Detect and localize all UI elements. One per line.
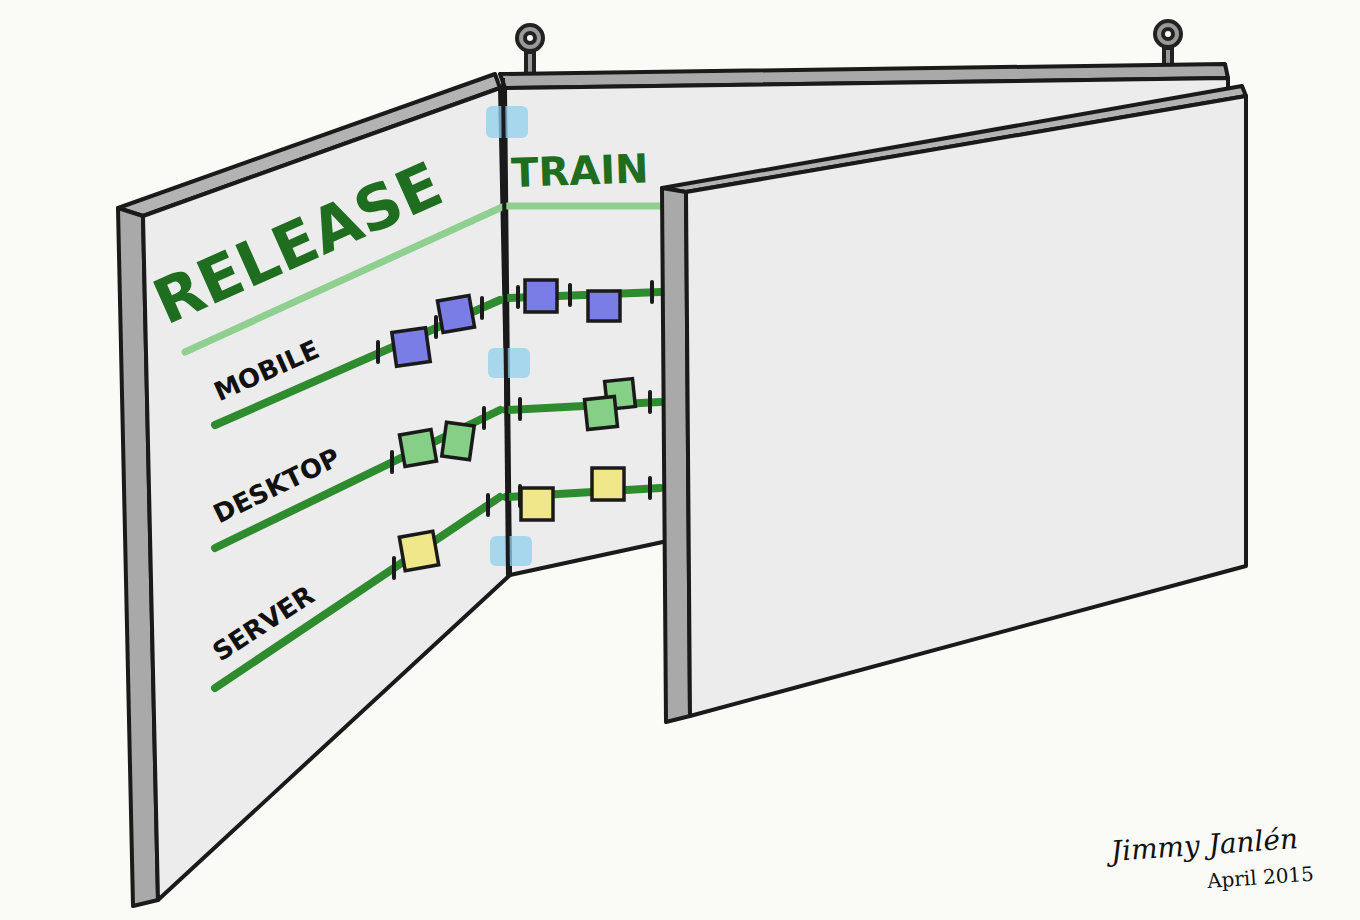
sticky-note <box>392 328 430 366</box>
tick <box>648 478 652 498</box>
sticky-note <box>399 429 436 466</box>
right-board <box>662 86 1246 722</box>
tick <box>390 452 394 472</box>
board-face <box>686 96 1246 716</box>
tick <box>648 392 652 412</box>
sticky-note <box>592 468 624 500</box>
signature: Jimmy Janlén <box>1110 823 1299 868</box>
bolt-hole <box>1163 29 1173 39</box>
track-ticks <box>378 282 652 578</box>
tick <box>518 399 522 419</box>
tape-strip <box>490 536 532 566</box>
tick <box>376 342 380 362</box>
tick <box>480 298 484 318</box>
tick <box>482 408 486 428</box>
tick <box>392 558 396 578</box>
bolt-ring <box>517 25 543 51</box>
board-face <box>143 88 510 900</box>
tick <box>516 287 520 307</box>
tape-strip <box>488 348 530 378</box>
tape-strip <box>486 106 528 138</box>
sticky-note <box>442 422 474 460</box>
sticky-note <box>437 295 474 332</box>
date-note: April 2015 <box>1206 863 1314 893</box>
board-hinge <box>503 78 508 578</box>
desktop-notes <box>399 379 635 467</box>
eye-bolt <box>517 25 543 78</box>
server-track <box>215 497 500 688</box>
server-notes <box>399 468 624 571</box>
sticky-note <box>399 531 438 570</box>
sticky-note <box>585 397 618 430</box>
bolt-ring <box>1155 21 1181 47</box>
tick <box>434 317 438 337</box>
tick <box>486 495 490 515</box>
tick <box>568 285 572 305</box>
left-board <box>118 74 510 906</box>
sticky-note <box>525 280 557 312</box>
bolt-hole <box>525 33 535 43</box>
tick <box>650 282 654 302</box>
sticky-note <box>588 291 620 321</box>
sticky-note <box>521 488 553 520</box>
title-word: TRAIN <box>510 145 649 196</box>
